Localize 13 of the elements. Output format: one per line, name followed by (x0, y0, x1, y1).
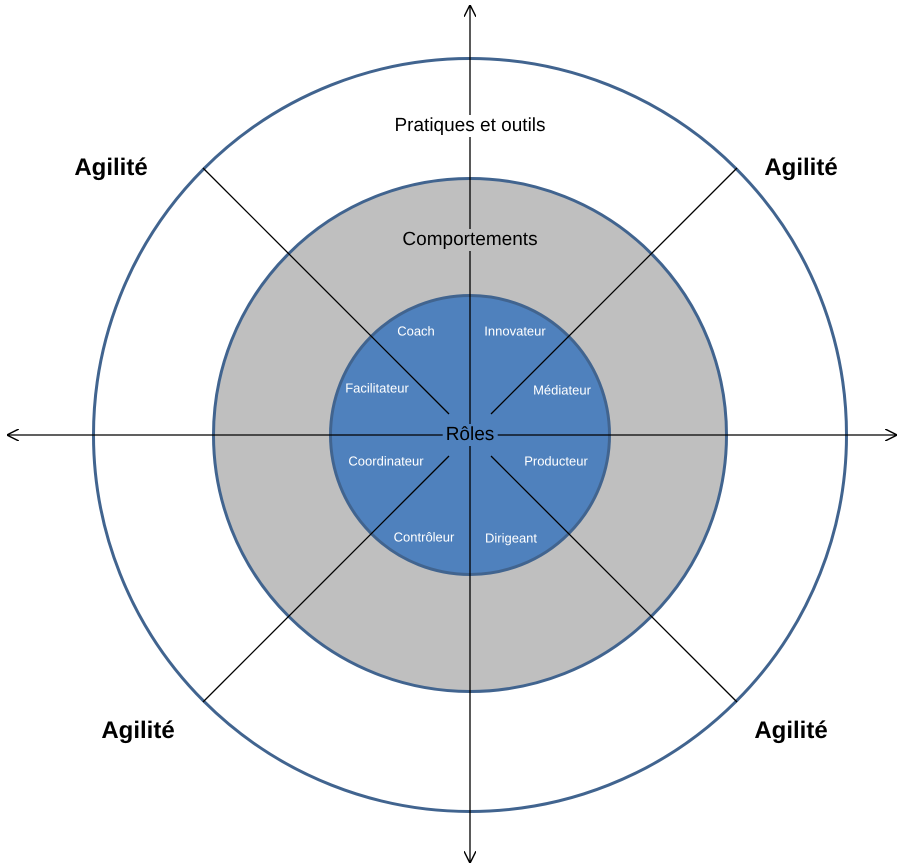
role-label: Dirigeant (484, 530, 538, 546)
role-label: Contrôleur (394, 530, 454, 544)
ring-title: Rôles (442, 424, 498, 446)
role-label: Innovateur (484, 324, 546, 338)
corner-label: Agilité (74, 154, 148, 182)
role-label: Facilitateur (345, 380, 409, 396)
role-label: Producteur (524, 454, 588, 468)
role-label: Coach (397, 324, 435, 338)
corner-label: Agilité (764, 154, 838, 182)
corner-label: Agilité (754, 717, 828, 745)
role-label: Coordinateur (348, 454, 424, 468)
role-label: Médiateur (533, 382, 591, 398)
corner-label: Agilité (101, 717, 175, 745)
